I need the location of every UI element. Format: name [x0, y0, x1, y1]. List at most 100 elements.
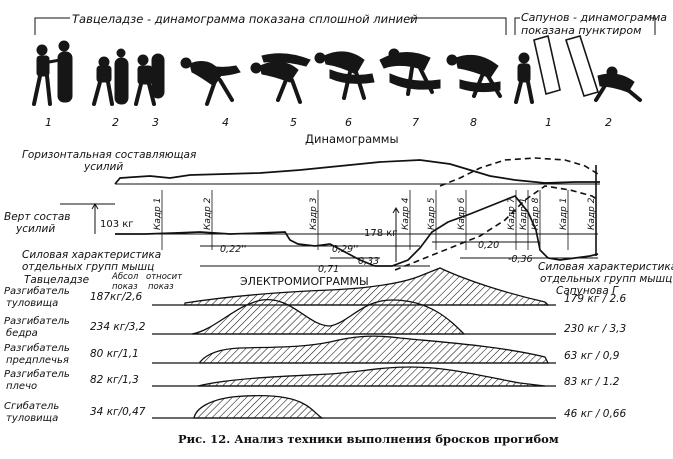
emg-col-rel-1: относит [146, 272, 183, 282]
frame-labels: 1 2 3 4 5 6 7 8 1 2 [45, 116, 612, 129]
frame-number: 7 [412, 116, 419, 129]
horizontal-component-solid [114, 159, 600, 185]
kadr-label: Кадр 4 [401, 197, 411, 230]
emg-region-trunk-extensor [184, 267, 550, 306]
vertical-label-1: Верт состав [4, 211, 71, 223]
frame-number: 6 [345, 116, 352, 129]
kadr-label: Кадр 1 [559, 198, 569, 230]
value-103kg: 103 кг [100, 219, 134, 230]
vertical-component-solid [115, 194, 599, 267]
muscle-name-2: туловища [6, 413, 58, 424]
kadr-label: Кадр 2 [587, 197, 597, 230]
emg-right-name: Сапунова Г [556, 285, 619, 297]
kadr-label: Кадр 1 [519, 198, 529, 230]
interval-value: -0,36 [508, 254, 533, 265]
dynamograms-title: Динамограммы [305, 132, 399, 146]
frame-number: 2 [605, 116, 612, 129]
caption: Рис. 12. Анализ техники выполнения броск… [178, 432, 559, 446]
frame-number: 1 [545, 116, 552, 129]
emg-region-thigh-extensor [191, 299, 466, 335]
left-force-value: 80 кг/1,1 [90, 348, 139, 360]
muscle-name-2: плечо [6, 381, 37, 392]
emg-col-abs-1: Абсол [111, 272, 139, 282]
interval-value: 0,71 [318, 264, 339, 275]
kadr-label: Кадр 1 [153, 198, 163, 230]
frame-number: 1 [45, 116, 52, 129]
kadr-marker-labels: Кадр 1 Кадр 2 Кадр 3 Кадр 4 Кадр 5 Кадр 6 Кадр… [153, 197, 597, 230]
emg-right-heading-2: отдельных групп мышц [540, 273, 672, 285]
frame-number: 5 [290, 116, 297, 129]
emg-left-heading-1: Силовая характеристика [22, 249, 161, 261]
muscle-name-2: бедра [6, 327, 38, 339]
muscle-name: Разгибатель [4, 342, 70, 354]
emg-col-rel-2: показ [148, 282, 174, 292]
header-left-label: Тавцелaдзе - динамограмма показана сплош… [72, 12, 418, 26]
wrestler-figure-7 [379, 48, 441, 96]
right-force-value: 46 кг / 0,66 [564, 408, 626, 420]
wrestler-figure-4 [180, 57, 241, 106]
emg-left-heading-2: отдельных групп мышц [22, 261, 154, 273]
frame-number: 8 [470, 116, 477, 129]
left-force-value: 34 кг/0,47 [90, 406, 146, 418]
muscle-name: Сгибатель [4, 400, 59, 412]
right-force-value: 83 кг / 1.2 [564, 376, 620, 388]
right-force-value: 179 кг / 2.6 [564, 293, 626, 305]
kadr-label: Кадр 2 [203, 197, 213, 230]
muscle-name-2: туловища [6, 298, 58, 309]
left-force-value: 187кг/2,6 [90, 291, 142, 303]
left-force-value: 234 кг/3,2 [90, 321, 146, 333]
wrestler-figures [32, 34, 642, 106]
muscle-name: Разгибатель [4, 368, 70, 380]
muscle-name: Разгибатель [4, 285, 70, 297]
emg-left-name: Тавцеладзе [24, 274, 89, 286]
emg-title: ЭЛЕКТРОМИОГРАММЫ [240, 275, 369, 288]
wrestler-figure-5 [250, 53, 311, 104]
interval-value: 0,29'' [332, 244, 358, 255]
frame-number: 4 [222, 116, 229, 129]
vertical-component-dashed [394, 185, 599, 271]
muscle-name-2: предплечья [6, 355, 69, 366]
kadr-label: Кадр 8 [531, 197, 541, 230]
emg-region-forearm-extensor [199, 335, 550, 364]
header: Тавцелaдзе - динамограмма показана сплош… [34, 11, 667, 37]
interval-value: 0,22'' [220, 244, 246, 255]
frame-number: 2 [112, 116, 119, 129]
interval-value: 0,33 [358, 256, 379, 267]
emg-region-trunk-flexor [193, 395, 325, 419]
header-right-label-2: показана пунктиром [521, 24, 641, 37]
wrestler-figure-3 [134, 53, 165, 106]
value-178kg: 178 кг [364, 228, 398, 239]
wrestler-figure-9 [514, 34, 561, 104]
interval-values: 0,22'' 0,29'' 0,71 0,33 0,20 -0,36 [220, 240, 533, 275]
emg-region-shoulder-extensor [197, 366, 546, 387]
muscle-name: Разгибатель [4, 315, 70, 327]
right-force-value: 63 кг / 0,9 [564, 350, 620, 362]
interval-value: 0,20 [478, 240, 499, 251]
horizontal-component-dashed [439, 157, 599, 187]
horizontal-label-1: Горизонтальная составляющая [22, 149, 196, 161]
wrestler-figure-2 [92, 48, 129, 106]
wrestler-figure-1 [32, 40, 73, 106]
emg-col-abs-2: показ [112, 282, 138, 292]
interval-arrows [200, 241, 598, 267]
vertical-label-2: усилий [15, 223, 55, 235]
kadr-label: Кадр 5 [427, 197, 437, 230]
wrestler-figure-10 [564, 35, 642, 102]
wrestler-figure-6 [314, 51, 375, 100]
electromyograms: Силовая характеристика отдельных групп м… [4, 249, 673, 424]
emg-right-heading-1: Силовая характеристика [538, 261, 673, 273]
kadr-label: Кадр 6 [457, 197, 467, 230]
dynamograms: Динамограммы Горизонтальная составляющая… [4, 132, 600, 275]
left-force-value: 82 кг/1,3 [90, 374, 139, 386]
right-force-value: 230 кг / 3,3 [564, 323, 626, 335]
frame-number: 3 [152, 116, 159, 129]
emg-hatched-regions [184, 267, 550, 419]
kadr-label: Кадр 3 [309, 197, 319, 230]
